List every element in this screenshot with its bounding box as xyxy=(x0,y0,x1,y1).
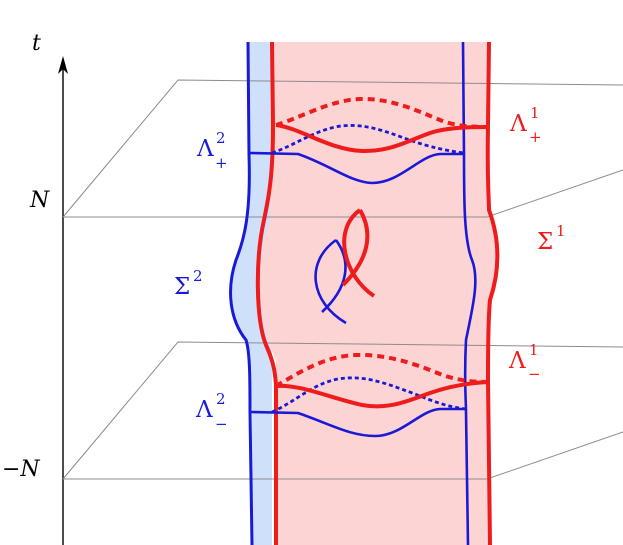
lambda2-minus-label: Λ 2 − xyxy=(195,390,228,433)
svg-text:−: − xyxy=(528,365,541,383)
svg-text:−: − xyxy=(215,415,228,433)
lambda1-minus-label: Λ 1 − xyxy=(508,341,541,383)
lambda1-plus-label: Λ 1 + xyxy=(509,104,542,146)
lambda2-plus-label: Λ 2 + xyxy=(196,129,228,172)
lambda1-minus-front xyxy=(275,380,489,409)
svg-text:+: + xyxy=(529,128,542,146)
svg-text:2: 2 xyxy=(193,267,203,285)
blue-crossing-arc xyxy=(314,238,347,325)
sigma2-left-boundary xyxy=(229,41,254,545)
svg-text:Λ: Λ xyxy=(509,111,527,137)
lambda2-plus-back xyxy=(271,124,465,155)
svg-text:Σ: Σ xyxy=(537,229,553,255)
svg-text:Λ: Λ xyxy=(196,136,214,162)
svg-text:1: 1 xyxy=(556,222,566,240)
lambda1-plus-front xyxy=(275,123,489,154)
lambda2-plus-front xyxy=(249,151,464,185)
plane-lower xyxy=(62,341,623,480)
svg-text:Λ: Λ xyxy=(195,397,213,423)
sigma2-band xyxy=(231,42,272,545)
svg-text:+: + xyxy=(215,154,228,172)
t-axis-label: t xyxy=(32,31,41,56)
level-minus-n-label: −N xyxy=(2,457,40,482)
t-axis-arrowhead xyxy=(58,56,68,74)
sigma2-label: Σ 2 xyxy=(174,267,203,300)
sigma2-right-boundary xyxy=(461,41,477,545)
svg-text:Λ: Λ xyxy=(508,348,526,374)
level-n-label: N xyxy=(29,188,50,213)
svg-text:1: 1 xyxy=(530,104,540,122)
svg-text:1: 1 xyxy=(529,341,539,359)
sigma1-label: Σ 1 xyxy=(537,222,566,255)
lambda2-minus-back xyxy=(271,376,467,414)
lambda2-minus-front xyxy=(249,407,466,438)
svg-text:Σ: Σ xyxy=(174,274,190,300)
sigma1-left-boundary xyxy=(255,41,278,545)
svg-text:2: 2 xyxy=(216,129,226,147)
red-crossing-arc xyxy=(341,208,376,298)
sigma1-right-boundary xyxy=(485,41,500,545)
lambda1-minus-back xyxy=(274,352,489,388)
sigma1-band xyxy=(260,42,498,545)
svg-text:2: 2 xyxy=(216,390,226,408)
lambda1-plus-back xyxy=(275,96,489,129)
plane-upper xyxy=(62,79,623,218)
